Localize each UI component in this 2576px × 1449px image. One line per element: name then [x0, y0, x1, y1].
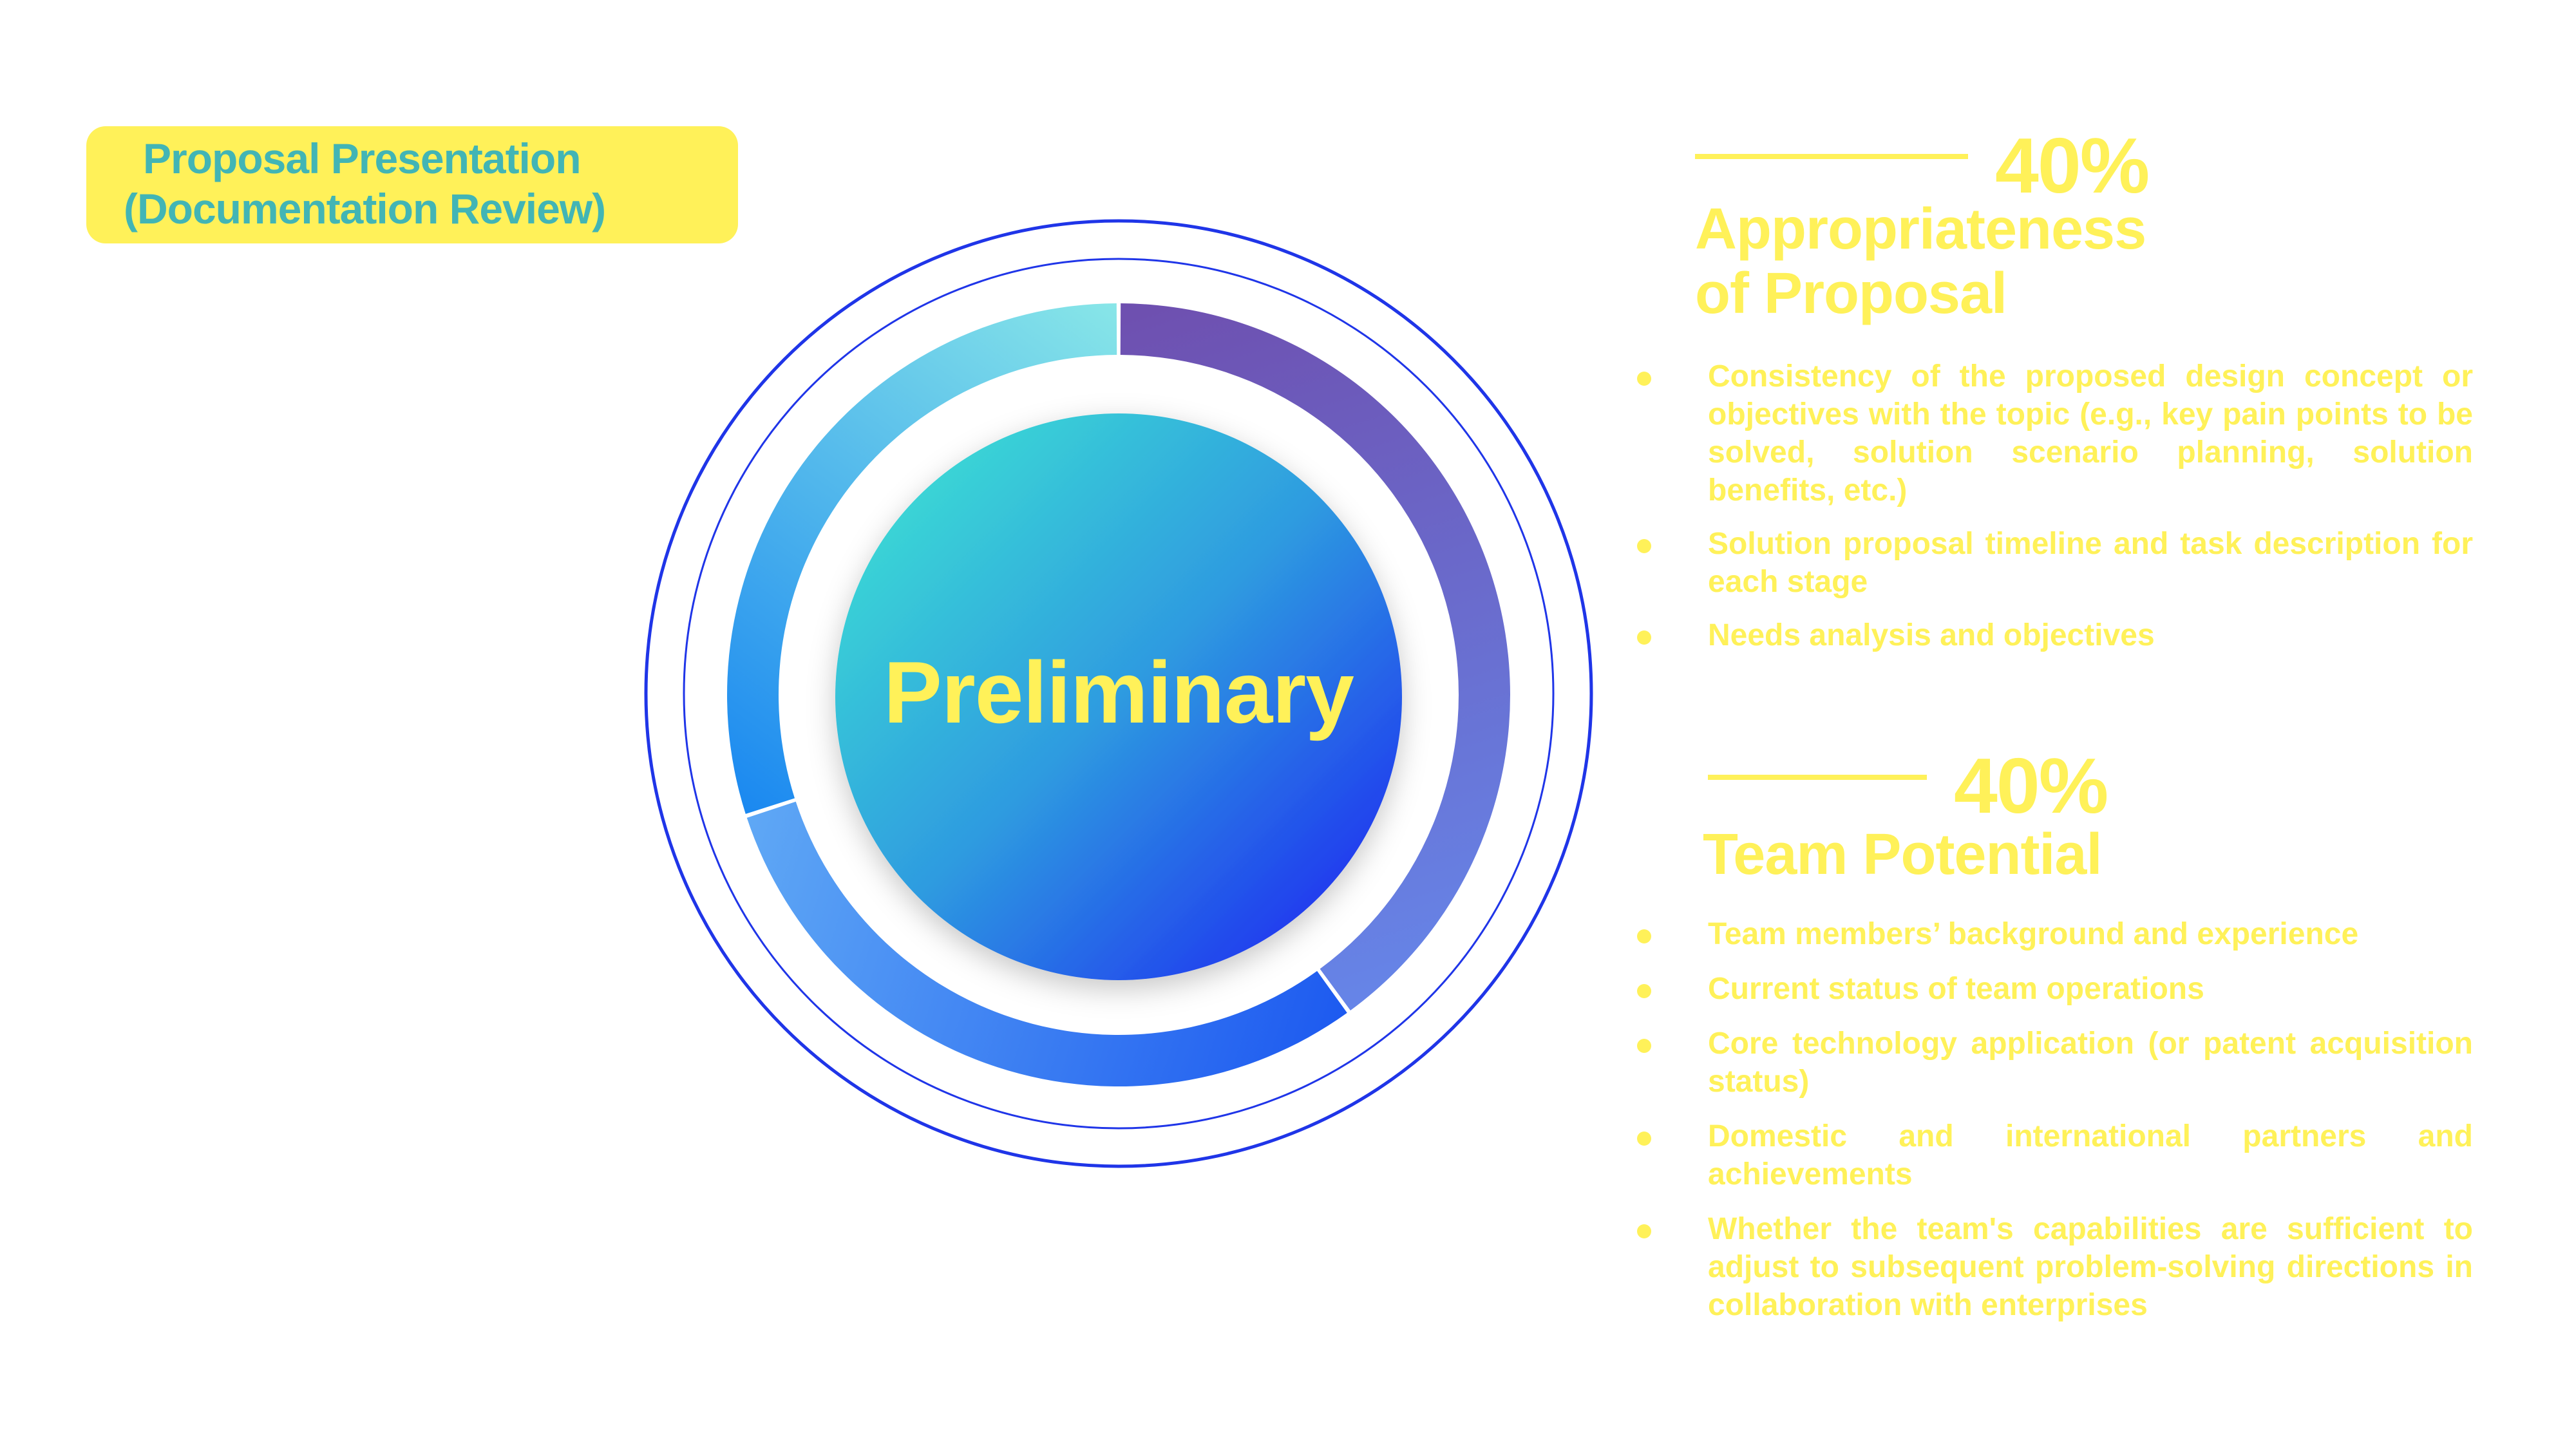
bullet-dot-icon — [1637, 984, 1651, 998]
bullet-dot-icon — [1637, 1039, 1651, 1053]
list-item: Consistency of the proposed design conce… — [1636, 357, 2473, 509]
badge-title-line2: (Documentation Review) — [124, 185, 606, 232]
section1-divider-line — [1695, 154, 1968, 159]
list-item: Solution proposal timeline and task desc… — [1636, 525, 2473, 601]
section1-title-line2: of Proposal — [1695, 261, 2007, 326]
list-item: Core technology application (or patent a… — [1636, 1025, 2473, 1101]
bullet-dot-icon — [1637, 929, 1651, 943]
remaining-segment — [727, 303, 1117, 814]
list-item-text: Team members’ background and experience — [1708, 917, 2359, 951]
bullet-dot-icon — [1637, 372, 1651, 386]
list-item-text: Current status of team operations — [1708, 972, 2204, 1006]
list-item-text: Domestic and international partners and … — [1708, 1119, 2473, 1191]
bullet-dot-icon — [1637, 1224, 1651, 1238]
badge-title-line1: Proposal Presentation — [143, 135, 582, 182]
bullet-dot-icon — [1637, 539, 1651, 553]
center-disc — [835, 413, 1402, 980]
list-item: Whether the team's capabilities are suff… — [1636, 1210, 2473, 1324]
section1-criteria-list: Consistency of the proposed design conce… — [1636, 357, 2473, 670]
list-item: Current status of team operations — [1636, 970, 2473, 1008]
section2-percent: 40% — [1954, 742, 2108, 829]
middle-ring — [683, 258, 1555, 1130]
list-item-text: Whether the team's capabilities are suff… — [1708, 1212, 2473, 1322]
team-segment — [746, 801, 1347, 1087]
section1-title-line1: Appropriateness — [1695, 197, 2146, 261]
center-label: Preliminary — [884, 643, 1354, 741]
stage-badge: Proposal Presentation (Documentation Rev… — [86, 126, 738, 243]
section2-divider-line — [1708, 775, 1927, 780]
appropriateness-segment — [1120, 303, 1510, 1011]
list-item-text: Solution proposal timeline and task desc… — [1708, 527, 2473, 599]
list-item-text: Core technology application (or patent a… — [1708, 1027, 2473, 1099]
section2-title: Team Potential — [1703, 822, 2102, 887]
section2-criteria-list: Team members’ background and experience … — [1636, 915, 2473, 1341]
list-item: Team members’ background and experience — [1636, 915, 2473, 953]
list-item: Needs analysis and objectives — [1636, 616, 2473, 654]
bullet-dot-icon — [1637, 1132, 1651, 1146]
donut-segments — [727, 303, 1510, 1087]
list-item-text: Consistency of the proposed design conce… — [1708, 359, 2473, 507]
bullet-dot-icon — [1637, 630, 1651, 645]
outer-ring — [644, 219, 1593, 1168]
list-item-text: Needs analysis and objectives — [1708, 618, 2155, 652]
section1-percent: 40% — [1995, 122, 2150, 209]
list-item: Domestic and international partners and … — [1636, 1117, 2473, 1193]
